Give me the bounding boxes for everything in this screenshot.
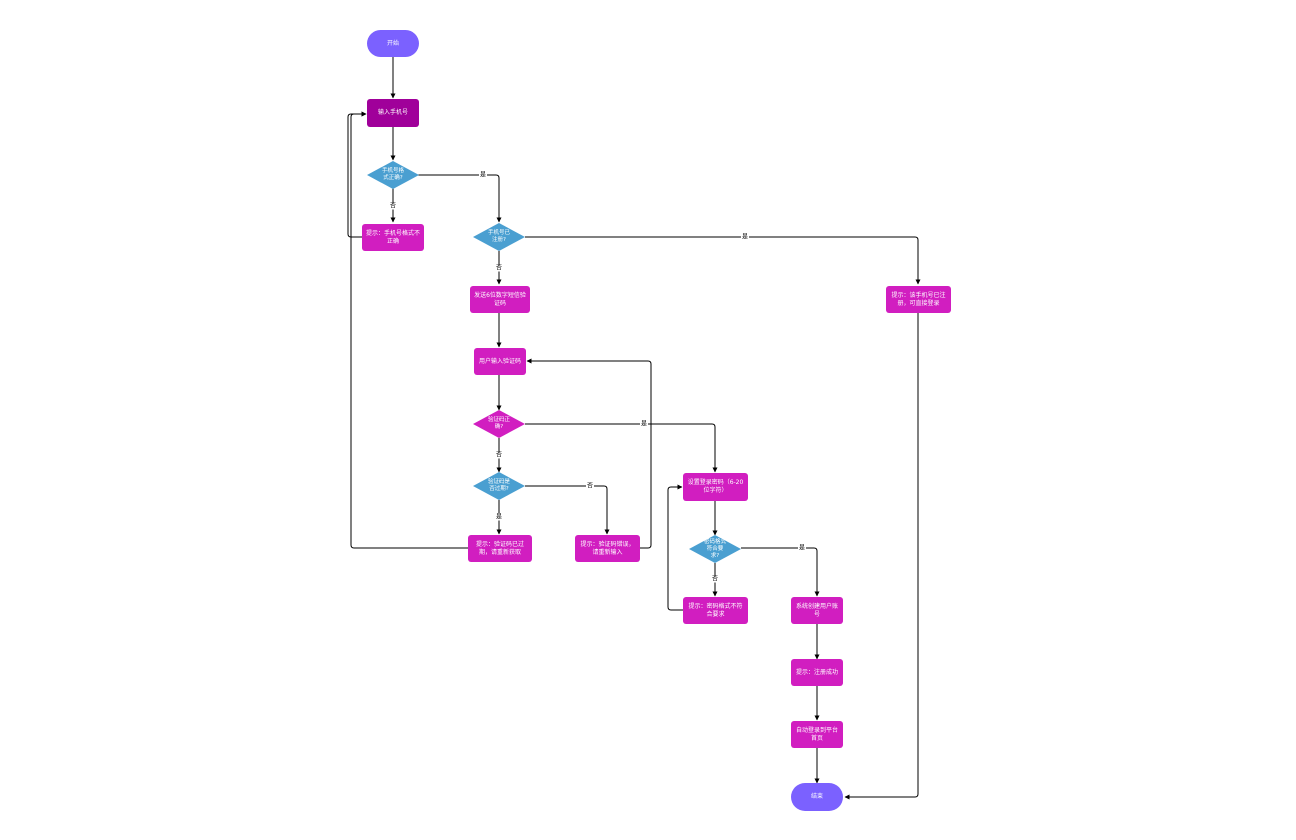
phone-format-check-decision: 手机号格式正确? [367, 161, 419, 189]
tip-register-success-node: 提示：注册成功 [791, 659, 843, 686]
edge-registered-yes-to-tip [525, 236, 921, 285]
decision-label: 验证码是否过期? [487, 479, 510, 492]
diamond-shape [473, 472, 525, 500]
edge-label-registered-no: 否 [494, 264, 504, 272]
edge-tip-expired-back-to-input [350, 111, 468, 549]
edge-password-yes-to-create [741, 547, 820, 597]
edge-format-yes-to-registered [418, 174, 502, 223]
tip-code-expired-node: 提示：验证码已过期，请重新获取 [468, 535, 532, 562]
edge-tip-registered-to-end [844, 313, 919, 800]
end-node: 结束 [791, 783, 843, 811]
diamond-shape [473, 410, 525, 438]
edge-label-format-no: 否 [388, 202, 398, 210]
input-phone-node: 输入手机号 [367, 99, 419, 127]
create-account-node: 系统创建用户账号 [791, 597, 843, 624]
tip-already-registered-node: 提示：该手机号已注册，可直接登录 [886, 286, 951, 313]
set-password-node: 设置登录密码（6-20位字符） [683, 473, 748, 501]
edge-label-password-no: 否 [710, 575, 720, 583]
decision-label: 手机号格式正确? [381, 168, 404, 181]
edge-label-expired-no: 否 [585, 482, 595, 490]
code-expired-check-decision: 验证码是否过期? [473, 472, 525, 500]
diamond-shape [473, 223, 525, 251]
diamond-shape [689, 535, 741, 563]
edge-label-registered-yes: 是 [740, 233, 750, 241]
decision-label: 验证码正确? [487, 417, 510, 430]
password-check-decision: 密码格式符合要求? [689, 535, 741, 563]
edge-label-password-yes: 是 [797, 544, 807, 552]
edge-expired-no-to-tip-wrong [525, 485, 610, 535]
edge-tip-password-back-to-set [667, 484, 683, 611]
tip-code-wrong-node: 提示：验证码错误，请重新输入 [575, 535, 640, 562]
diamond-shape [367, 161, 419, 189]
edge-label-code-yes: 是 [639, 420, 649, 428]
edge-code-yes-to-set-password [525, 423, 718, 473]
send-code-node: 发送6位数字短信验证码 [470, 286, 530, 313]
tip-phone-format-node: 提示：手机号格式不正确 [362, 224, 424, 251]
edge-label-format-yes: 是 [478, 171, 488, 179]
code-correct-check-decision: 验证码正确? [473, 410, 525, 438]
edge-tip-format-back-to-input [347, 111, 367, 238]
phone-registered-check-decision: 手机号已注册? [473, 223, 525, 251]
decision-label: 密码格式符合要求? [703, 538, 726, 559]
edge-tip-wrong-back-to-input-code [526, 358, 652, 549]
edge-label-code-no: 否 [494, 451, 504, 459]
tip-password-format-node: 提示：密码格式不符合要求 [683, 597, 748, 624]
auto-login-node: 自动登录到平台首页 [791, 721, 843, 748]
user-input-code-node: 用户输入验证码 [474, 348, 526, 375]
start-node: 开始 [367, 30, 419, 57]
decision-label: 手机号已注册? [487, 230, 510, 243]
edge-label-expired-yes: 是 [494, 513, 504, 521]
